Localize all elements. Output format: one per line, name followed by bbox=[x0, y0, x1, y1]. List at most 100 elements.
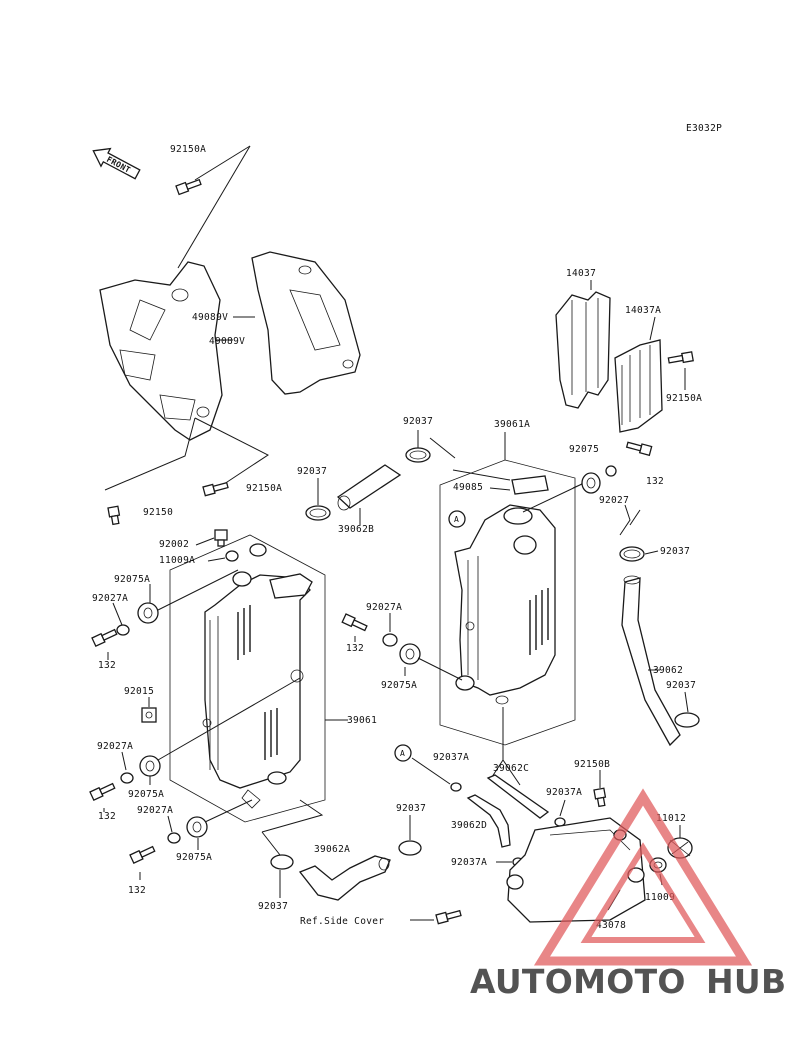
ref-a-marker: A bbox=[448, 510, 466, 528]
drain-bolt-icon bbox=[214, 529, 228, 547]
small-hose-c bbox=[486, 774, 550, 819]
hose-clamp-icon bbox=[270, 854, 294, 870]
part-label: 92150A bbox=[170, 144, 206, 155]
part-label: 92037 bbox=[403, 416, 433, 427]
part-label: 92037 bbox=[660, 546, 690, 557]
hose-clamp-icon bbox=[619, 546, 645, 562]
collar-icon bbox=[116, 624, 130, 636]
bolt-icon bbox=[625, 441, 653, 457]
bolt-icon bbox=[107, 505, 121, 526]
part-label: 92075A bbox=[128, 789, 164, 800]
bolt-icon bbox=[89, 782, 116, 802]
clip-nut-icon bbox=[141, 707, 157, 723]
hose-clamp-icon bbox=[405, 447, 431, 463]
part-label: 132 bbox=[98, 811, 116, 822]
bolt-icon bbox=[175, 178, 202, 196]
front-label: FRONT bbox=[105, 155, 132, 175]
hose-clamp-icon bbox=[674, 712, 700, 728]
svg-text:A: A bbox=[454, 515, 459, 524]
watermark-logo: AUTOMOTO HUB bbox=[470, 788, 786, 1001]
bolt-icon bbox=[129, 845, 156, 865]
part-label: 92037 bbox=[666, 680, 696, 691]
collar-icon bbox=[120, 772, 134, 784]
part-label: 49089V bbox=[192, 312, 228, 323]
shroud-left bbox=[99, 261, 223, 441]
collar-icon bbox=[382, 633, 398, 647]
watermark-text-part2: HUB bbox=[706, 962, 786, 1001]
bolt-icon bbox=[435, 909, 462, 925]
part-label: 49085 bbox=[453, 482, 483, 493]
part-label: 39062A bbox=[314, 844, 350, 855]
rubber-mount bbox=[511, 475, 549, 495]
part-label: 92037 bbox=[396, 803, 426, 814]
shroud-right bbox=[251, 251, 361, 395]
part-label: 92027A bbox=[137, 805, 173, 816]
part-label: 14037 bbox=[566, 268, 596, 279]
part-label: 11009A bbox=[159, 555, 195, 566]
part-label: 92027 bbox=[599, 495, 629, 506]
hose-main bbox=[621, 575, 681, 747]
part-label: 43078 bbox=[596, 920, 626, 931]
ref-side-cover-label: Ref.Side Cover bbox=[300, 916, 384, 927]
part-label: 92075A bbox=[176, 852, 212, 863]
washer-icon bbox=[225, 550, 239, 562]
collar-icon bbox=[167, 832, 181, 844]
part-label: 39062C bbox=[493, 763, 529, 774]
front-arrow-icon: FRONT bbox=[92, 147, 141, 180]
bolt-icon bbox=[91, 628, 118, 648]
hose-a bbox=[298, 855, 391, 901]
part-label: 92027A bbox=[366, 602, 402, 613]
part-label: 39061 bbox=[347, 715, 377, 726]
ref-a-marker: A bbox=[394, 744, 412, 762]
part-label: 92150A bbox=[246, 483, 282, 494]
part-label: 39061A bbox=[494, 419, 530, 430]
part-label: 92075 bbox=[569, 444, 599, 455]
part-label: 92027A bbox=[92, 593, 128, 604]
part-label: 92150A bbox=[666, 393, 702, 404]
part-label: 92150B bbox=[574, 759, 610, 770]
part-label: 132 bbox=[98, 660, 116, 671]
part-label: 49089V bbox=[209, 336, 245, 347]
small-clamp-icon bbox=[450, 782, 462, 792]
hose-clamp-icon bbox=[305, 505, 331, 521]
watermark-triangle-inner bbox=[580, 842, 706, 943]
watermark-triangle bbox=[533, 788, 753, 966]
radiator-louver bbox=[555, 291, 611, 409]
part-label: 92037A bbox=[451, 857, 487, 868]
hose-b bbox=[336, 464, 402, 511]
radiator-left bbox=[169, 534, 326, 823]
bolt-icon bbox=[341, 613, 368, 632]
part-label: 92037A bbox=[546, 787, 582, 798]
part-label: 92037 bbox=[258, 901, 288, 912]
grommet-icon bbox=[399, 643, 421, 665]
part-label: 14037A bbox=[625, 305, 661, 316]
part-label: 39062D bbox=[451, 820, 487, 831]
part-label: 92037 bbox=[297, 466, 327, 477]
grommet-icon bbox=[186, 816, 208, 838]
part-label: 11009 bbox=[645, 892, 675, 903]
part-label: 132 bbox=[346, 643, 364, 654]
part-label: 132 bbox=[646, 476, 664, 487]
part-label: 92075A bbox=[114, 574, 150, 585]
part-label: 92002 bbox=[159, 539, 189, 550]
bolt-icon bbox=[202, 481, 229, 497]
part-label: 92150 bbox=[143, 507, 173, 518]
grommet-icon bbox=[139, 755, 161, 777]
part-label: 92075A bbox=[381, 680, 417, 691]
collar-icon bbox=[605, 465, 617, 477]
radiator-right bbox=[439, 459, 576, 746]
svg-text:A: A bbox=[400, 749, 405, 758]
radiator-louver-a bbox=[614, 339, 663, 433]
part-label: 92037A bbox=[433, 752, 469, 763]
diagram-code: E3032P bbox=[686, 123, 722, 134]
hose-clamp-icon bbox=[398, 840, 422, 856]
part-label: 39062 bbox=[653, 665, 683, 676]
grommet-icon bbox=[581, 472, 601, 494]
bolt-icon bbox=[667, 351, 694, 364]
part-label: 92015 bbox=[124, 686, 154, 697]
bolt-icon bbox=[593, 787, 607, 808]
watermark-text-part1: AUTOMOTO bbox=[470, 962, 686, 1001]
grommet-icon bbox=[137, 602, 159, 624]
part-label: 92027A bbox=[97, 741, 133, 752]
